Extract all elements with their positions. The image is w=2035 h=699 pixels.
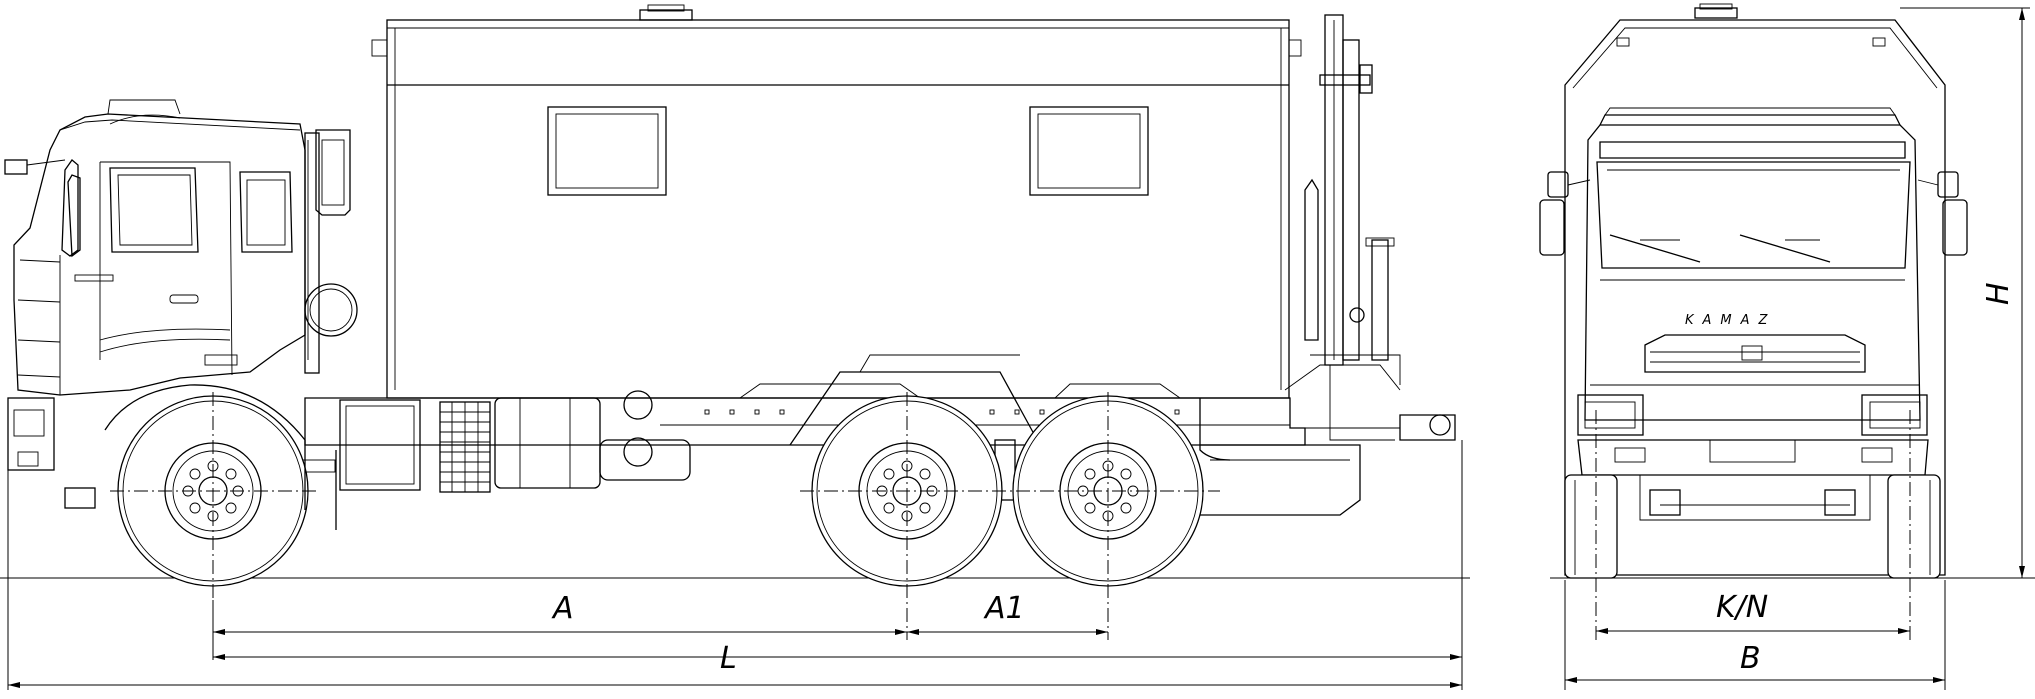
front-grill [1644,334,1866,373]
front-view: KAMAZ [1539,3,2035,690]
brand-badge: KAMAZ [1685,313,1776,328]
dimension-label-A1: A1 [983,591,1025,626]
dimension-label-KN: K/N [1716,590,1768,625]
tire-left [1564,474,1618,579]
front-windshield [1596,161,1911,269]
cabin [4,99,358,509]
chassis-components [299,364,1456,530]
van-window-front [547,106,667,196]
dimension-lines-front: K/N B H [1564,7,2030,690]
side-view: A A1 L [0,4,1470,690]
headlight-left [1577,394,1644,436]
wheels-side [104,384,1204,587]
front-centerlines [1595,410,1911,640]
dimension-label-H: H [1981,282,2016,305]
dimension-label-L: L [720,641,737,676]
tire-right [1887,474,1941,579]
front-van-body [1564,3,1946,576]
crane [1304,14,1401,385]
front-cabin: KAMAZ [1539,107,1968,579]
axle-centerlines [110,392,1220,640]
dimension-label-A: A [551,591,574,626]
van-window-rear [1029,106,1149,196]
dimension-label-B: B [1740,641,1761,676]
headlight-right [1861,394,1928,436]
van-body [371,4,1302,399]
cabin-door-window [109,167,199,253]
dimension-lines-side: A A1 L [7,440,1463,690]
